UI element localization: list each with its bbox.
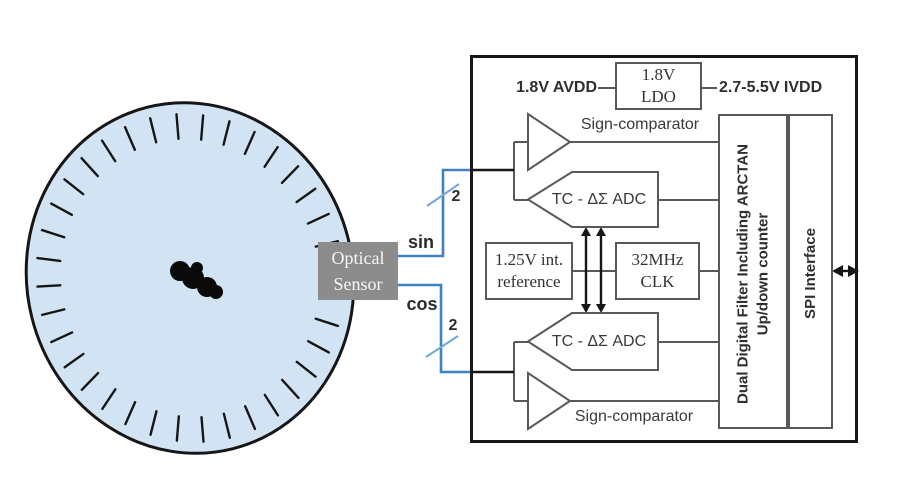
spi-label: SPI Interface <box>802 228 819 319</box>
adc-top-label: TC - ΔΣ ADC <box>551 191 647 208</box>
ivdd-label: 2.7-5.5V IVDD <box>719 79 823 96</box>
spi-interface-box: SPI Interface <box>788 114 833 429</box>
shaft-blob <box>170 261 223 299</box>
sign-comparator-bottom-label: Sign-comparator <box>574 408 694 425</box>
optical-sensor-label-line2: Sensor <box>333 274 383 294</box>
sin-signal-label: sin <box>407 232 434 252</box>
clock-label-line1: 32MHz <box>631 249 684 269</box>
sin-bus-width-label: 2 <box>451 188 461 205</box>
avdd-label: 1.8V AVDD <box>516 79 597 96</box>
digital-filter-box: Dual Digital Filter Including ARCTAN Up/… <box>718 114 788 429</box>
ldo-box: 1.8V LDO <box>615 62 702 110</box>
clock-box: 32MHz CLK <box>615 242 700 300</box>
cos-bus-width-label: 2 <box>448 317 458 334</box>
voltage-reference-box: 1.25V int. reference <box>485 242 573 300</box>
reference-label-line1: 1.25V int. <box>494 249 564 269</box>
sign-comparator-top-label: Sign-comparator <box>580 116 700 133</box>
reference-label-line2: reference <box>497 272 561 291</box>
optical-sensor-label-line1: Optical <box>331 247 385 268</box>
clock-label-line2: CLK <box>640 272 675 291</box>
filter-label-line1: Dual Digital Filter Including ARCTAN <box>733 143 751 404</box>
filter-label-line2: Up/down counter <box>754 212 771 335</box>
cos-signal-label: cos <box>406 294 438 314</box>
ldo-label-line1: 1.8V <box>641 64 676 84</box>
ldo-label-line2: LDO <box>641 87 676 106</box>
optical-sensor-box: Optical Sensor <box>318 242 398 300</box>
adc-bottom-label: TC - ΔΣ ADC <box>551 333 647 350</box>
